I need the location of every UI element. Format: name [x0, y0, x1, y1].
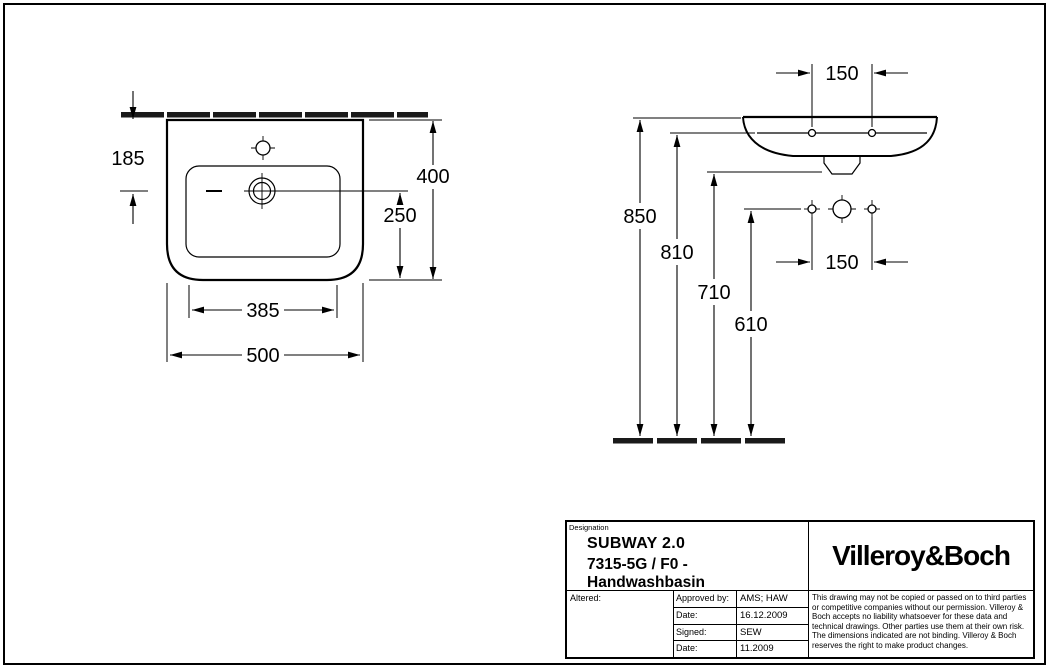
dimension-810: 810 — [660, 135, 694, 436]
dim-label-400: 400 — [416, 166, 449, 188]
dimension-150-top: 150 — [776, 63, 908, 85]
dimension-610: 610 — [734, 211, 768, 436]
dim-label-500: 500 — [246, 345, 279, 367]
approval-value: AMS; HAW — [740, 593, 788, 604]
fixing-holes — [804, 195, 880, 223]
table-row: Date: 16.12.2009 — [674, 607, 808, 625]
wall-hatch — [121, 112, 428, 118]
tap-hole-front-left — [807, 128, 817, 138]
dim-label-150-bottom: 150 — [825, 252, 858, 274]
approval-label: Signed: — [674, 624, 737, 641]
dimension-500: 500 — [170, 345, 360, 367]
approval-label: Approved by: — [674, 591, 737, 607]
page-border — [3, 3, 1046, 665]
designation-label: Designation — [569, 523, 609, 532]
dimension-850: 850 — [623, 120, 657, 436]
top-view-extension-lines — [120, 119, 442, 362]
title-block-top-row: Designation SUBWAY 2.0 7315-5G / F0 - Ha… — [567, 522, 1033, 591]
approval-value: 11.2009 — [740, 643, 774, 655]
altered-cell: Altered: — [567, 591, 674, 657]
brand-logo: Villeroy&Boch — [832, 540, 1011, 571]
approval-value: SEW — [740, 626, 762, 638]
front-view: 150 850 810 710 610 — [613, 63, 938, 444]
dim-label-810: 810 — [660, 242, 693, 264]
approval-label: Date: — [674, 641, 737, 657]
table-row: Date: 11.2009 — [674, 641, 808, 657]
table-row: Approved by: AMS; HAW — [674, 591, 808, 608]
approval-value: 16.12.2009 — [740, 609, 788, 621]
dim-label-850: 850 — [623, 206, 656, 228]
tap-hole-front-right — [867, 128, 877, 138]
front-view-extension-lines — [633, 64, 873, 270]
basin-outer-outline — [165, 118, 365, 282]
dim-label-250: 250 — [383, 205, 416, 227]
dim-label-710: 710 — [697, 282, 730, 304]
tap-hole-icon — [251, 136, 275, 160]
dimension-385: 385 — [192, 300, 334, 322]
disclaimer-text: This drawing may not be copied or passed… — [812, 593, 1027, 650]
title-block-bottom-row: Altered: Approved by: AMS; HAW Date: 16.… — [567, 591, 1033, 657]
dim-label-610: 610 — [734, 314, 767, 336]
basin-inner-outline — [185, 165, 341, 258]
dim-label-385: 385 — [246, 300, 279, 322]
table-row: Signed: SEW — [674, 624, 808, 642]
dim-label-185: 185 — [111, 148, 144, 170]
floor-hatch — [613, 438, 785, 444]
approval-label: Date: — [674, 607, 737, 624]
bowl-profile — [742, 116, 938, 157]
product-line: SUBWAY 2.0 — [587, 535, 686, 552]
product-code: 7315-5G / F0 - Handwashbasin — [587, 556, 705, 591]
title-block: Designation SUBWAY 2.0 7315-5G / F0 - Ha… — [565, 520, 1035, 659]
dim-label-150-top: 150 — [825, 63, 858, 85]
approval-table: Approved by: AMS; HAW Date: 16.12.2009 S… — [674, 591, 809, 657]
dimension-150-bottom: 150 — [776, 252, 908, 274]
designation-cell: Designation SUBWAY 2.0 7315-5G / F0 - Ha… — [567, 522, 809, 591]
dimension-400: 400 — [416, 121, 450, 279]
dimension-710: 710 — [697, 174, 731, 436]
drain-housing — [823, 156, 861, 175]
dimension-250: 250 — [383, 193, 417, 278]
dimension-185: 185 — [111, 91, 145, 224]
top-view: 185 400 250 385 500 — [111, 91, 450, 367]
